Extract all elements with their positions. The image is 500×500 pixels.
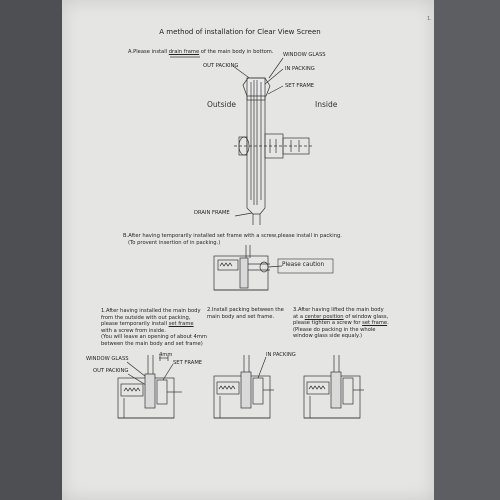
step-2-diagram bbox=[213, 355, 274, 419]
step-3-text: 3.After having lifted the main body at a… bbox=[293, 307, 389, 340]
step-1-diagram bbox=[117, 355, 182, 419]
table-surface-left bbox=[0, 0, 62, 500]
step-b-text-line1: B.After having temporarily installed set… bbox=[123, 233, 342, 239]
step-a-text: A.Please install drain frame of the main… bbox=[128, 49, 274, 55]
label-outside: Outside bbox=[207, 100, 236, 109]
label-out-packing: OUT PACKING bbox=[203, 63, 239, 69]
label-in-packing-bottom: IN PACKING bbox=[266, 352, 296, 358]
label-set-frame-bottom: SET FRAME bbox=[173, 360, 203, 366]
label-out-packing-bottom: OUT PACKING bbox=[93, 368, 129, 374]
label-window-glass-bottom: WINDOW GLASS bbox=[86, 356, 129, 362]
label-window-glass: WINDOW GLASS bbox=[283, 52, 326, 58]
step-b-text-line2: (To provent insertion of in packing.) bbox=[128, 240, 221, 246]
step-1-text: 1.After having installed the main body f… bbox=[101, 308, 207, 347]
label-in-packing: IN PACKING bbox=[285, 66, 315, 72]
page-title: A method of installation for Clear View … bbox=[159, 28, 321, 36]
label-drain-frame: DRAIN FRAME bbox=[194, 210, 230, 216]
step-2-text: 2.Install packing between the main body … bbox=[207, 307, 284, 320]
label-4mm: 4mm bbox=[159, 352, 173, 358]
label-set-frame: SET FRAME bbox=[285, 83, 315, 89]
step-3-diagram bbox=[303, 355, 364, 419]
step-b-diagram bbox=[213, 245, 334, 291]
page-number: 1. bbox=[427, 16, 432, 22]
label-please-caution: Please caution bbox=[282, 262, 325, 268]
label-inside: Inside bbox=[315, 100, 338, 109]
table-surface-right bbox=[434, 0, 500, 500]
main-section-diagram bbox=[170, 56, 312, 225]
